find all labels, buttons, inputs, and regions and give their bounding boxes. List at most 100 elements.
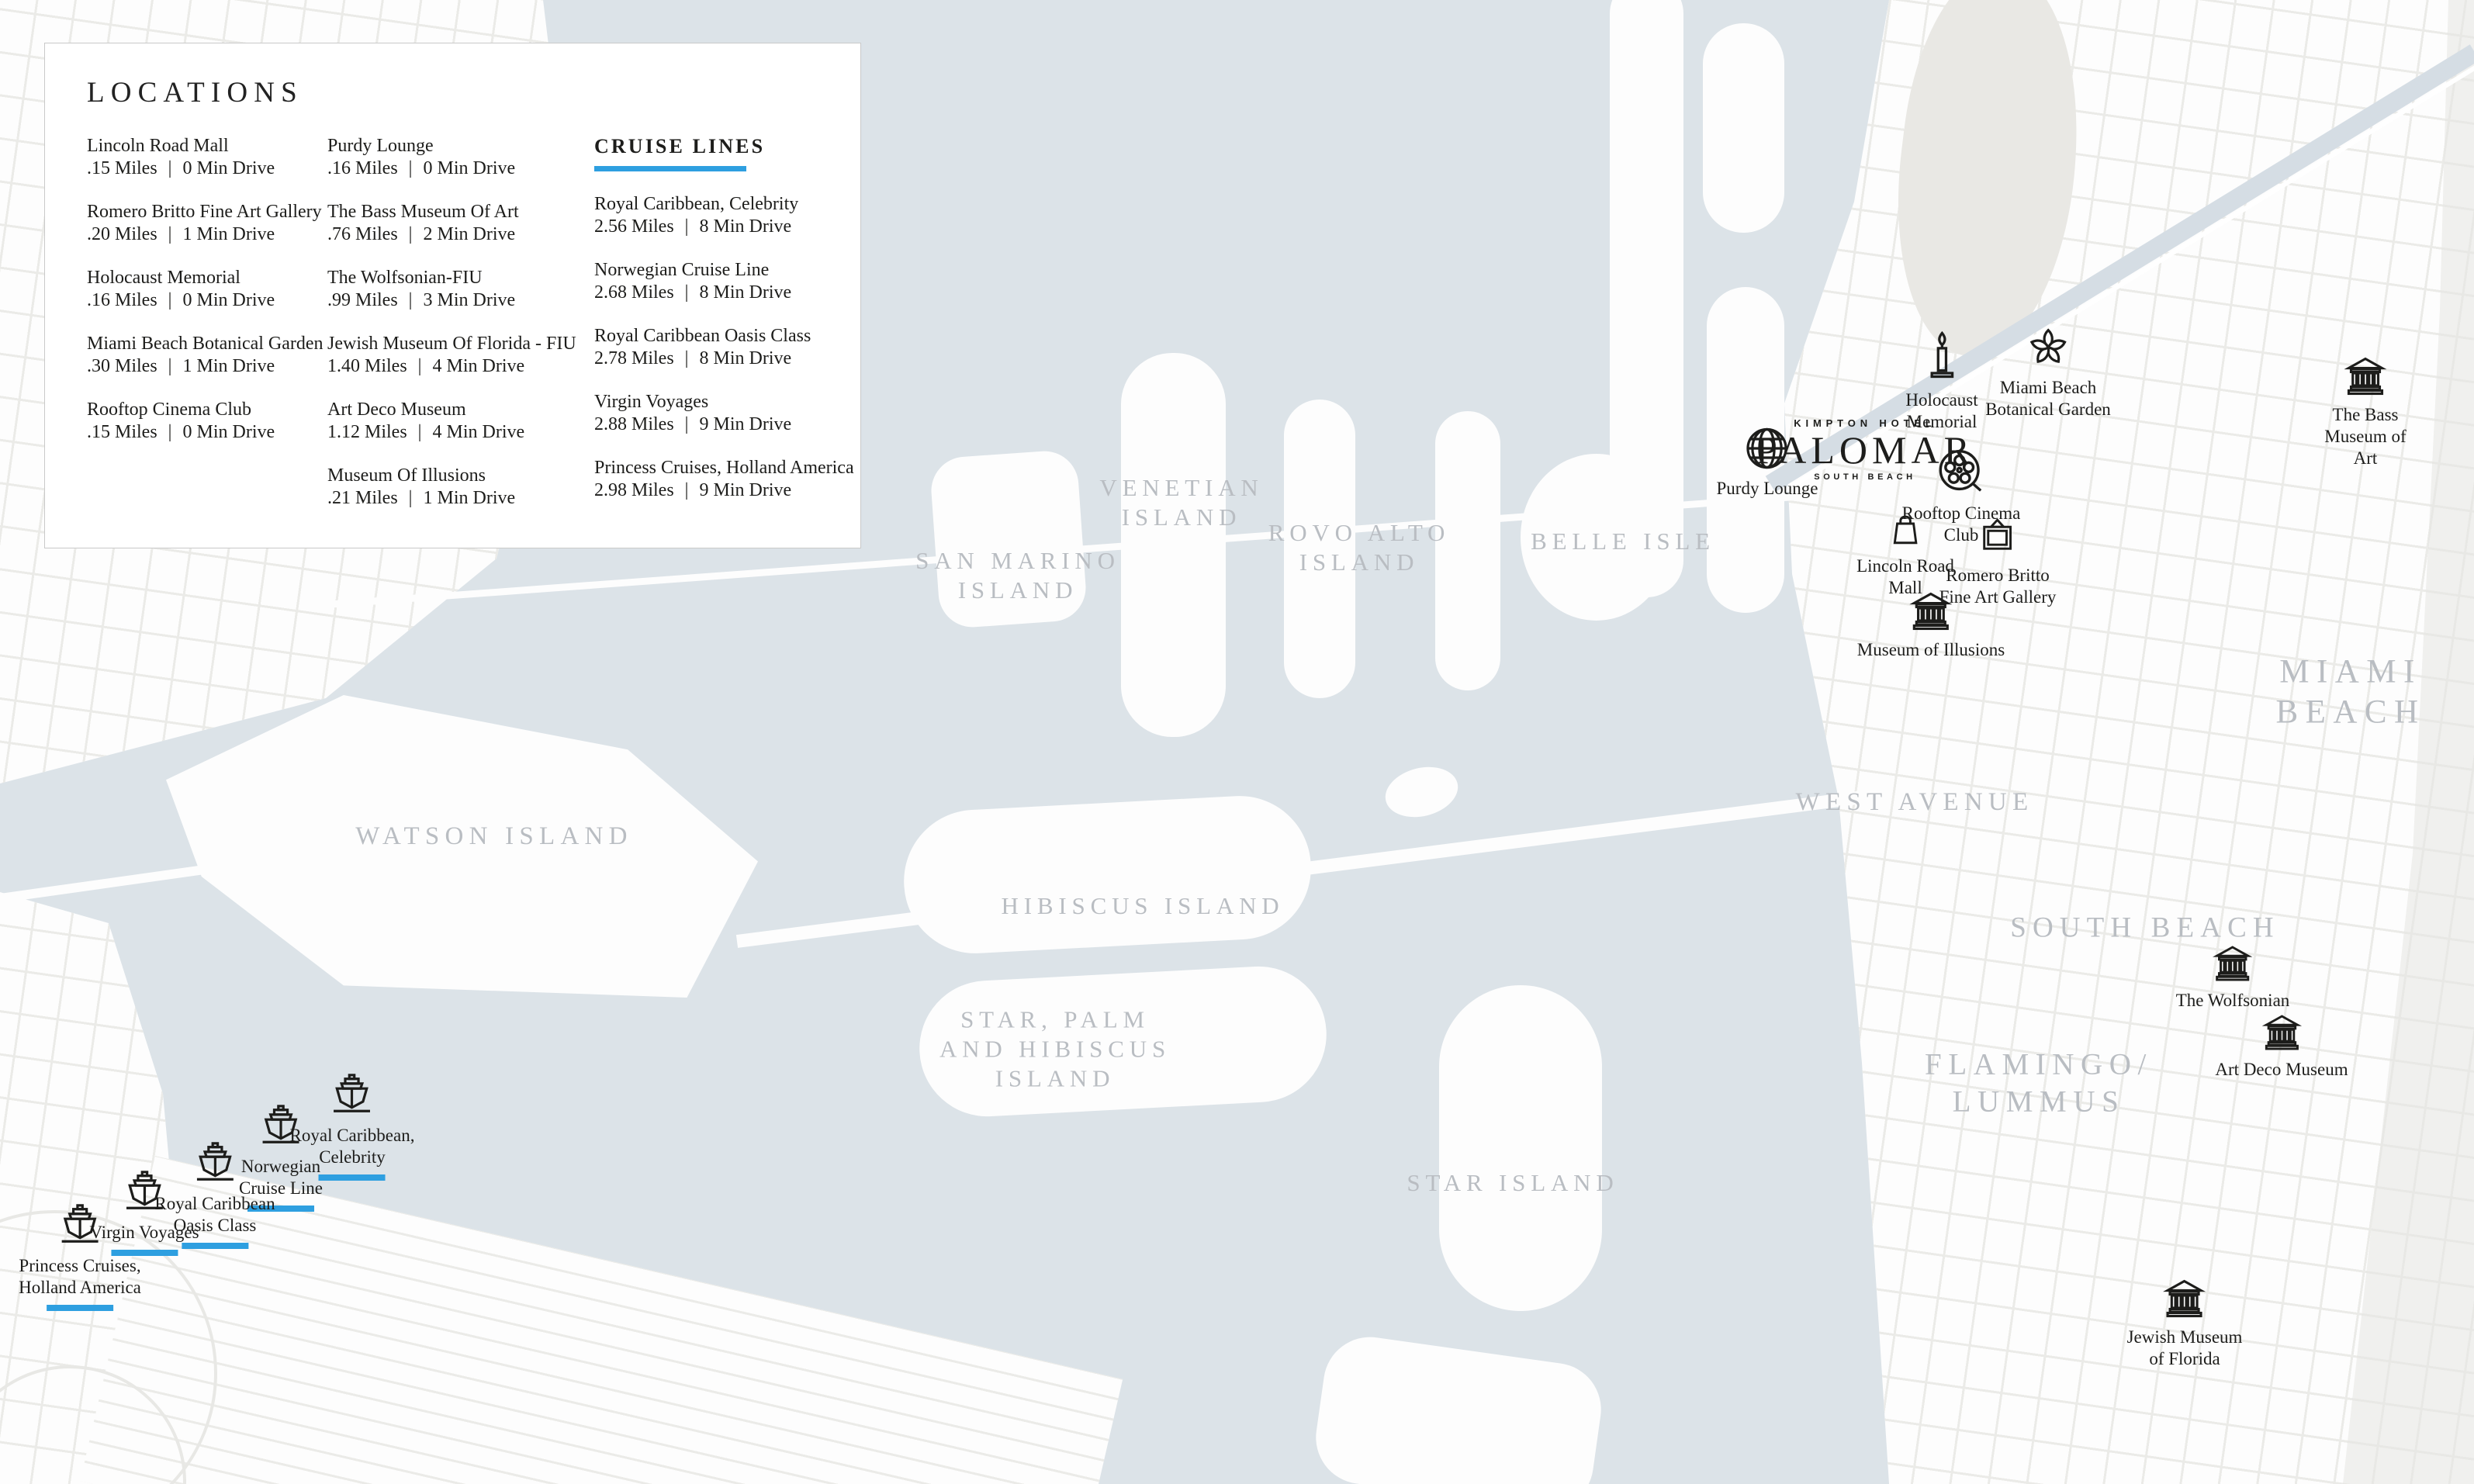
legend-entry-name: Norwegian Cruise Line <box>594 260 770 280</box>
area-flamingo-lummus: FLAMINGO/ LUMMUS <box>1925 1047 2153 1118</box>
pipe-divider: | <box>417 422 422 442</box>
ship-underline <box>110 1250 178 1257</box>
legend-entry-name: Holocaust Memorial <box>87 268 240 288</box>
miles-value: 2.98 Miles <box>594 480 674 500</box>
area-west-avenue: WEST AVENUE <box>1795 787 2034 816</box>
ship-label: Norwegian Cruise Line <box>239 1157 323 1199</box>
legend-entry-distance: .16 Miles|0 Min Drive <box>87 289 324 312</box>
legend-entry: The Bass Museum Of Art .76 Miles|2 Min D… <box>327 201 576 246</box>
legend-entry: Rooftop Cinema Club .15 Miles|0 Min Driv… <box>87 399 324 444</box>
ship-label: Virgin Voyages <box>89 1223 199 1242</box>
legend-entry-name: Virgin Voyages <box>594 392 709 412</box>
poi-label: Miami Beach Botanical Garden <box>1985 378 2111 420</box>
legend-entry: Museum Of Illusions .21 Miles|1 Min Driv… <box>327 465 576 510</box>
island-venetian <box>1435 411 1500 690</box>
ship-label: Royal Caribbean Oasis Class <box>154 1194 275 1236</box>
legend-column-2: Purdy Lounge .16 Miles | 0 Min Drive The B… <box>327 135 576 531</box>
shopping-bag-icon <box>1884 507 1927 551</box>
legend-entry-distance: 2.98 Miles|9 Min Drive <box>594 479 854 502</box>
legend-entry-name: Art Deco Museum <box>327 400 466 420</box>
hotel-subtitle: SOUTH BEACH <box>1814 472 1916 482</box>
legend-entry-distance: 1.40 Miles | 4 Min Drive <box>327 355 576 378</box>
poi-label: Art Deco Museum <box>2215 1060 2348 1079</box>
legend-entry-name: Princess Cruises, Holland America <box>594 458 854 478</box>
poi-lincoln-road-mall: Lincoln Road Mall <box>1856 507 1954 599</box>
ship-virgin-voyages: Virgin Voyages <box>89 1167 199 1257</box>
area-san-marino-island: SAN MARINO ISLAND <box>915 547 1120 604</box>
miles-value: 1.40 Miles <box>327 356 407 376</box>
island-shape <box>1707 287 1784 613</box>
pipe-divider: | <box>168 158 172 178</box>
island-star <box>1439 985 1602 1311</box>
legend-entry: Jewish Museum Of Florida - FIU 1.40 Mile… <box>327 333 576 378</box>
miles-value: 2.78 Miles <box>594 348 674 368</box>
ship-label: Princess Cruises, Holland America <box>19 1256 141 1298</box>
pipe-divider: | <box>408 488 413 508</box>
ship-label: Royal Caribbean, Celebrity <box>289 1126 415 1167</box>
locations-legend: LOCATIONS Lincoln Road Mall .15 Miles|0 … <box>44 43 861 548</box>
miles-value: .15 Miles <box>87 422 157 442</box>
cruise-lines-underline <box>594 166 746 171</box>
drive-value: 1 Min Drive <box>182 356 275 376</box>
ship-royal-caribbean-celebrity: Royal Caribbean, Celebrity <box>289 1071 415 1181</box>
pipe-divider: | <box>408 224 413 244</box>
pipe-divider: | <box>417 356 422 376</box>
ship-princess-holland: Princess Cruises, Holland America <box>19 1201 141 1312</box>
legend-entry: Virgin Voyages 2.88 Miles|9 Min Drive <box>594 391 854 436</box>
drive-value: 2 Min Drive <box>423 224 516 244</box>
legend-entry-distance: .30 Miles|1 Min Drive <box>87 355 324 378</box>
area-star-island: STAR ISLAND <box>1407 1169 1619 1197</box>
drive-value: 3 Min Drive <box>423 290 516 310</box>
miles-value: 2.68 Miles <box>594 282 674 303</box>
area-miami-beach: MIAMI BEACH <box>2275 653 2426 731</box>
pipe-divider: | <box>168 356 172 376</box>
drive-value: 0 Min Drive <box>182 290 275 310</box>
legend-entry: Purdy Lounge .16 Miles | 0 Min Drive <box>327 135 576 180</box>
poi-label: Rooftop Cinema Club <box>1901 503 2021 545</box>
land-terminal-island <box>1310 1330 1607 1484</box>
legend-entry: Art Deco Museum 1.12 Miles|4 Min Drive <box>327 399 576 444</box>
ship-icon <box>327 1071 377 1120</box>
ship-underline <box>319 1174 386 1181</box>
poi-jewish-museum: Jewish Museum of Florida <box>2127 1275 2242 1370</box>
legend-entry-distance: 1.12 Miles|4 Min Drive <box>327 421 576 444</box>
legend-entry-distance: .15 Miles | 0 Min Drive <box>87 421 324 444</box>
legend-title: LOCATIONS <box>87 77 303 109</box>
legend-entry-distance: .21 Miles|1 Min Drive <box>327 487 576 510</box>
legend-entry: Royal Caribbean Oasis Class 2.78 Miles|8… <box>594 325 854 370</box>
pipe-divider: | <box>684 216 689 237</box>
ship-norwegian-cruise-line: Norwegian Cruise Line <box>239 1102 323 1212</box>
cruise-lines-list: Royal Caribbean, Celebrity 2.56 Miles|8 … <box>594 193 854 502</box>
poi-label: Holocaust Memorial <box>1905 390 1978 432</box>
poi-label: The Bass Museum of Art <box>2324 405 2407 469</box>
miles-value: 1.12 Miles <box>327 422 407 442</box>
poi-wolfsonian: The Wolfsonian <box>2176 942 2289 1012</box>
cruise-lines-header: CRUISE LINES <box>594 135 766 157</box>
drive-value: 0 Min Drive <box>423 158 516 178</box>
hotel-logo: KIMPTON HOTEL PALOMAR SOUTH BEACH <box>1756 417 1974 482</box>
drive-value: 4 Min Drive <box>432 356 525 376</box>
legend-entry-name: Purdy Lounge <box>327 136 434 156</box>
legend-entry-distance: 2.56 Miles|8 Min Drive <box>594 216 854 238</box>
poi-purdy-lounge: Purdy Lounge <box>1717 424 1818 500</box>
legend-entry: Princess Cruises, Holland America 2.98 M… <box>594 457 854 502</box>
drive-value: 9 Min Drive <box>699 480 792 500</box>
poi-rooftop-cinema-club: Rooftop Cinema Club <box>1901 445 2021 546</box>
legend-entry-distance: .99 Miles | 3 Min Drive <box>327 289 576 312</box>
poi-bass-museum: The Bass Museum of Art <box>2311 353 2420 469</box>
poi-label: Lincoln Road Mall <box>1856 556 1954 598</box>
pipe-divider: | <box>408 290 413 310</box>
museum-icon <box>1908 588 1954 635</box>
miles-value: .99 Miles <box>327 290 398 310</box>
bridge-road <box>0 864 209 903</box>
legend-entry-name: Museum Of Illusions <box>327 465 486 486</box>
pipe-divider: | <box>168 422 172 442</box>
miles-value: .16 Miles <box>87 290 157 310</box>
pipe-divider: | <box>408 158 413 178</box>
drive-value: 0 Min Drive <box>182 422 275 442</box>
museum-icon <box>2260 1011 2303 1054</box>
miles-value: .16 Miles <box>327 158 398 178</box>
poi-romero-britto: Romero Britto Fine Art Gallery <box>1939 515 2056 608</box>
pipe-divider: | <box>684 414 689 434</box>
drive-value: 8 Min Drive <box>699 216 792 237</box>
